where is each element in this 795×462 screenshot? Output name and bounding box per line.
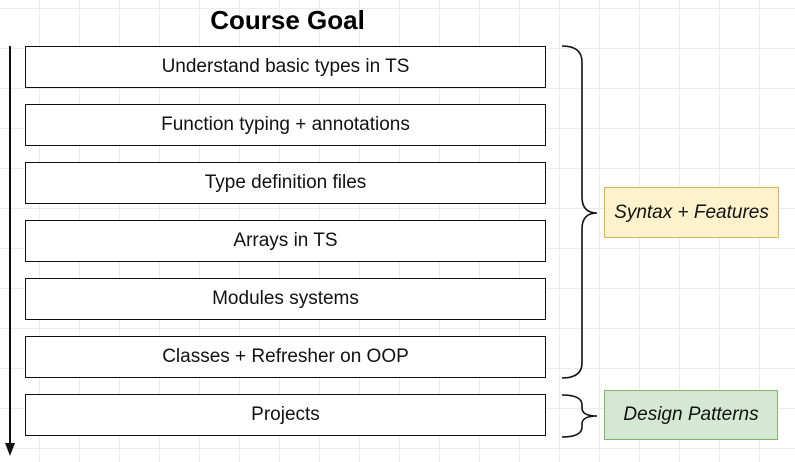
design-patterns-brace xyxy=(561,394,598,438)
syntax-features-tag: Syntax + Features xyxy=(604,187,779,238)
step-box-classes-oop: Classes + Refresher on OOP xyxy=(25,336,546,378)
step-box-type-definition-files: Type definition files xyxy=(25,162,546,204)
design-patterns-tag: Design Patterns xyxy=(604,390,778,440)
step-box-modules: Modules systems xyxy=(25,278,546,320)
syntax-features-brace xyxy=(561,45,598,379)
progress-arrow xyxy=(5,46,15,456)
step-box-projects: Projects xyxy=(25,394,546,436)
step-box-basic-types: Understand basic types in TS xyxy=(25,46,546,88)
diagram-title: Course Goal xyxy=(210,5,365,35)
step-box-function-typing: Function typing + annotations xyxy=(25,104,546,146)
step-box-arrays: Arrays in TS xyxy=(25,220,546,262)
